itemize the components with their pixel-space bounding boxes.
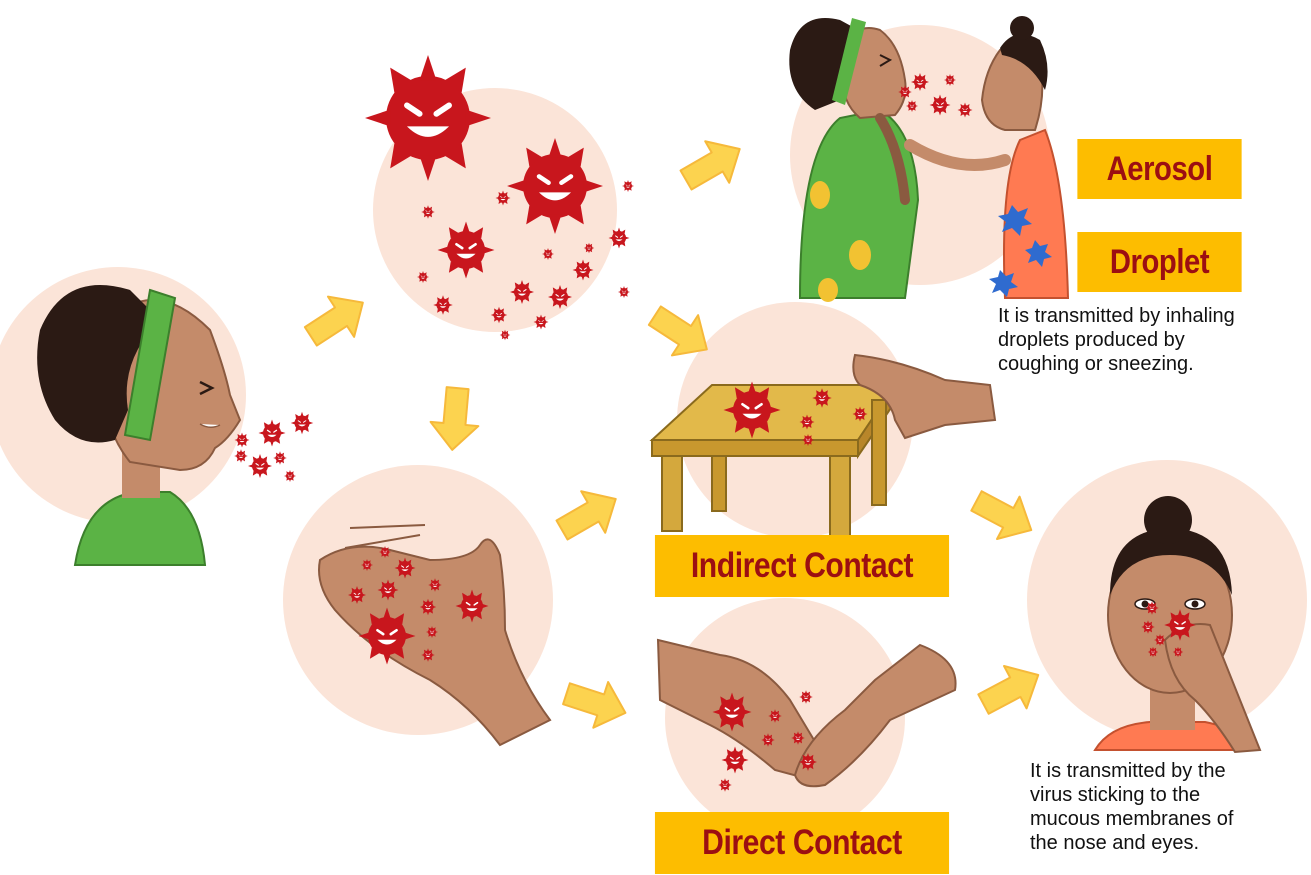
contaminated-table [649, 353, 997, 537]
droplet-label: Droplet [1077, 232, 1242, 292]
caption-line: coughing or sneezing. [998, 353, 1194, 375]
arrow-icon [971, 652, 1051, 727]
coughing-person [37, 285, 242, 566]
arrow-icon [964, 478, 1044, 553]
virus-icon [272, 450, 288, 466]
direct-contact-label: Direct Contact [654, 812, 950, 874]
virus-icon [247, 453, 273, 479]
indirect-contact-label: Indirect Contact [654, 535, 950, 597]
face-touching-person [1093, 496, 1262, 754]
arrow-icon [673, 127, 753, 202]
mucous-caption: It is transmitted by the virus sticking … [1030, 759, 1233, 855]
arrow-icon [549, 477, 629, 552]
droplet-caption: It is transmitted by inhaling droplets p… [998, 304, 1235, 376]
contaminated-hand [318, 524, 552, 747]
aerosol-label: Aerosol [1077, 139, 1242, 199]
cough-viruses [233, 411, 314, 483]
caption-line: the nose and eyes. [1030, 832, 1200, 854]
virus-icon [290, 411, 314, 435]
caption-line: mucous membranes of [1030, 808, 1234, 830]
arrow-icon [558, 669, 634, 737]
virus-icon [233, 448, 249, 464]
caption-line: virus sticking to the [1030, 784, 1201, 806]
arrow-icon [427, 385, 483, 453]
arrow-icon [296, 281, 377, 358]
caption-line: It is transmitted by inhaling [998, 305, 1235, 327]
virus-icon [617, 285, 631, 299]
virus-icon [257, 418, 287, 448]
caption-line: droplets produced by [998, 329, 1185, 351]
virus-icon [621, 179, 635, 193]
two-people-talking [789, 16, 1070, 302]
caption-line: It is transmitted by the [1030, 760, 1226, 782]
virus-icon [283, 469, 297, 483]
